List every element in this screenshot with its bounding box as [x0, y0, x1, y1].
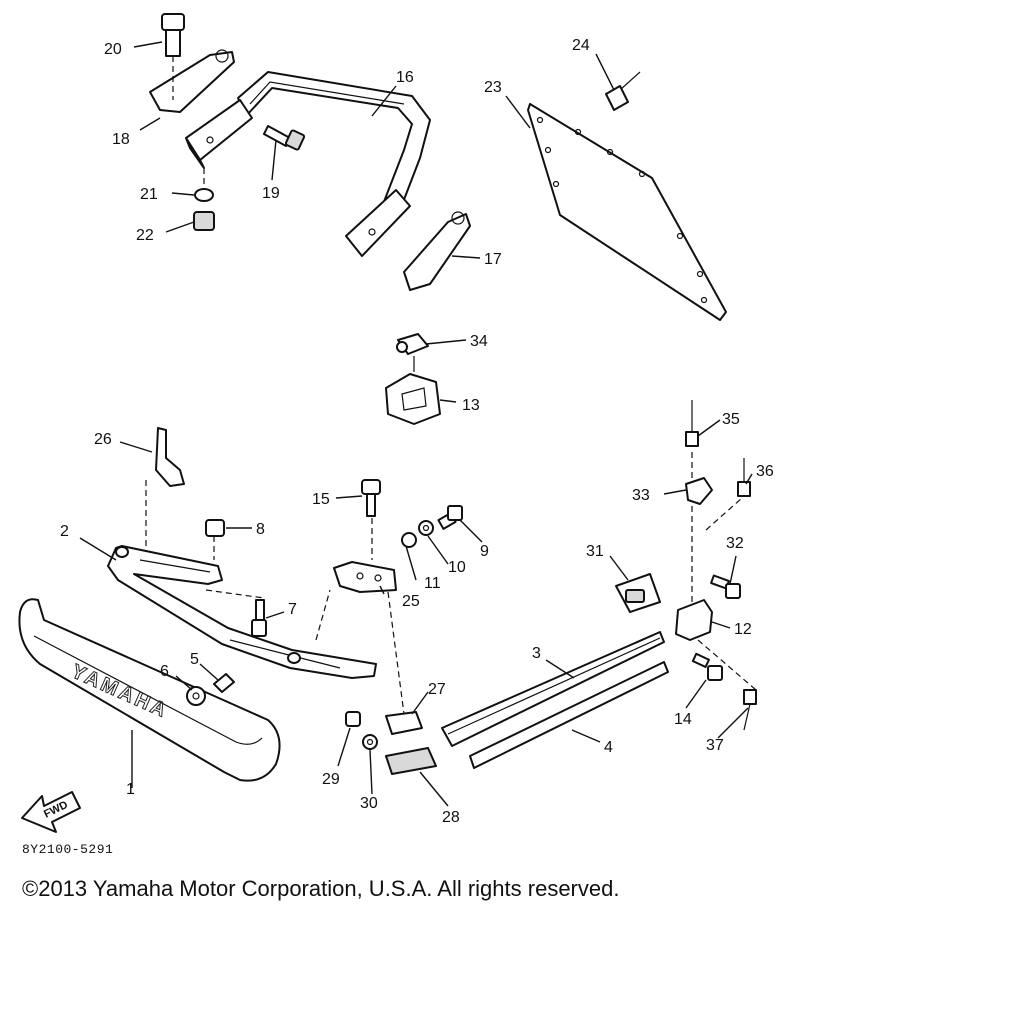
- end-cap-28: [385, 747, 437, 775]
- reference-code: 8Y2100-5291: [22, 842, 114, 857]
- leader-lines: [79, 41, 753, 807]
- bumper-1: YAMAHA: [18, 598, 281, 782]
- fwd-arrow-icon: FWD: [21, 791, 81, 833]
- callout-14: 14: [674, 711, 692, 728]
- callout-33: 33: [632, 487, 650, 504]
- rivet-36: [705, 458, 751, 531]
- callout-23: 23: [484, 79, 502, 96]
- callout-18: 18: [112, 131, 130, 148]
- washer-11: [401, 532, 417, 548]
- clamp-13: [385, 373, 441, 425]
- bolt-9: [437, 505, 463, 530]
- callout-11: 11: [424, 575, 441, 592]
- callout-labels: 20 18 21 22 19 16 17 23 24 34 13 26 35 3…: [60, 37, 774, 826]
- callout-29: 29: [322, 771, 340, 788]
- callout-10: 10: [448, 559, 466, 576]
- nut-29: [345, 711, 361, 727]
- copyright-notice: ©2013 Yamaha Motor Corporation, U.S.A. A…: [22, 876, 620, 901]
- callout-12: 12: [734, 621, 752, 638]
- handle-block-right: [345, 189, 411, 257]
- callout-27: 27: [428, 681, 446, 698]
- callout-35: 35: [722, 411, 740, 428]
- callout-7: 7: [288, 601, 297, 618]
- rivet-37: [743, 689, 757, 731]
- callout-28: 28: [442, 809, 460, 826]
- bolt-19: [263, 125, 306, 151]
- cap-34: [396, 333, 429, 372]
- callout-6: 6: [160, 663, 169, 680]
- screw-5: [213, 673, 235, 693]
- callout-5: 5: [190, 651, 199, 668]
- callout-4: 4: [604, 739, 613, 756]
- washer-10: [418, 520, 434, 536]
- bolt-14: [691, 652, 723, 681]
- washer-30: [362, 734, 378, 750]
- clamp-31: [615, 573, 661, 613]
- panel-23: [527, 103, 727, 321]
- handle-sleeve-18: [149, 49, 235, 113]
- handle-block-left: [185, 99, 253, 169]
- bolt-7: [251, 599, 267, 637]
- callout-34: 34: [470, 333, 488, 350]
- bolt-32: [710, 574, 741, 599]
- trim-strip-4: [469, 661, 669, 769]
- callout-3: 3: [532, 645, 541, 662]
- callout-1: 1: [126, 781, 135, 798]
- callout-17: 17: [484, 251, 502, 268]
- nut-8: [205, 519, 225, 560]
- rivet-24: [605, 71, 641, 111]
- callout-15: 15: [312, 491, 330, 508]
- callout-37: 37: [706, 737, 724, 754]
- washer-21: [194, 168, 214, 202]
- bolt-15: [361, 479, 381, 517]
- bracket-12: [675, 599, 757, 691]
- clip-27: [385, 711, 423, 735]
- callout-16: 16: [396, 69, 414, 86]
- bolt-20: [161, 13, 185, 100]
- callout-36: 36: [756, 463, 774, 480]
- callout-2: 2: [60, 523, 69, 540]
- callout-9: 9: [480, 543, 489, 560]
- callout-32: 32: [726, 535, 744, 552]
- trim-strip-3: [441, 631, 665, 747]
- washer-6: [186, 686, 206, 706]
- rivet-35: [685, 400, 699, 447]
- cover-33: [685, 452, 713, 606]
- callout-22: 22: [136, 227, 154, 244]
- callout-13: 13: [462, 397, 480, 414]
- handle-sleeve-17: [403, 211, 471, 291]
- callout-24: 24: [572, 37, 590, 54]
- callout-25: 25: [402, 593, 420, 610]
- callout-31: 31: [586, 543, 604, 560]
- bracket-26: [145, 427, 185, 548]
- callout-20: 20: [104, 41, 122, 58]
- callout-21: 21: [140, 186, 158, 203]
- nut-22: [193, 211, 215, 231]
- callout-19: 19: [262, 185, 280, 202]
- callout-26: 26: [94, 431, 112, 448]
- frame-2: [107, 545, 377, 679]
- callout-8: 8: [256, 521, 265, 538]
- callout-30: 30: [360, 795, 378, 812]
- bracket-25: [333, 518, 405, 715]
